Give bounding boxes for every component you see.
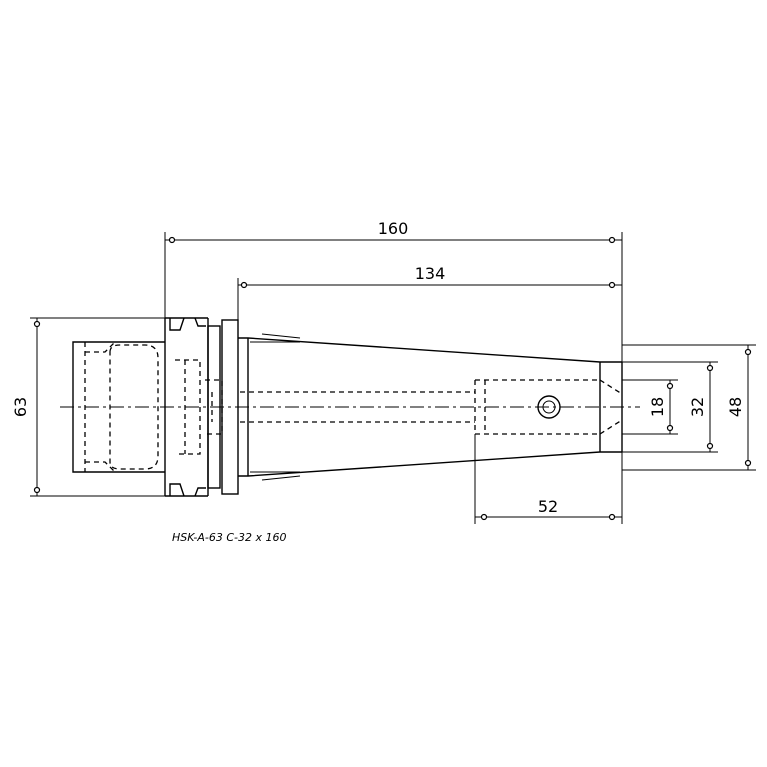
dim-overall-length: 160 bbox=[378, 219, 409, 238]
drawing-note: HSK-A-63 C-32 x 160 bbox=[172, 531, 286, 544]
dim-flange-diameter: 63 bbox=[11, 397, 30, 417]
dim-body-length: 134 bbox=[415, 264, 446, 283]
dimension-lines bbox=[30, 232, 756, 524]
dim-bore-diameter: 18 bbox=[648, 397, 667, 417]
dim-outer-diameter: 48 bbox=[726, 397, 745, 417]
dim-bore-length: 52 bbox=[538, 497, 558, 516]
dim-hole-diameter: 32 bbox=[688, 397, 707, 417]
clamping-screw bbox=[537, 395, 561, 419]
